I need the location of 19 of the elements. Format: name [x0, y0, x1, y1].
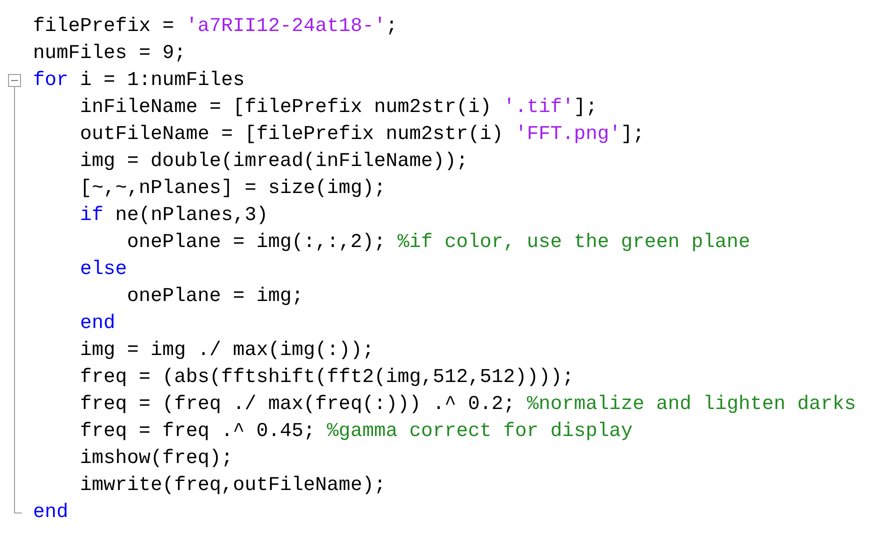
code-line: onePlane = img(:,:,2); %if color, use the green plane [127, 230, 750, 255]
code-line: freq = (freq ./ max(freq(:))) .^ 0.2; %normalize and lighten darks [80, 392, 856, 417]
code-line: for i = 1:numFiles [33, 68, 245, 93]
code-line: inFileName = [filePrefix num2str(i) '.tif']; [80, 95, 598, 120]
code-line: numFiles = 9; [33, 41, 186, 66]
code-line: img = img ./ max(img(:)); [80, 338, 374, 363]
code-line: if ne(nPlanes,3) [80, 203, 268, 228]
code-line: onePlane = img; [127, 284, 304, 309]
code-line: imshow(freq); [80, 446, 233, 471]
code-line: [~,~,nPlanes] = size(img); [80, 176, 386, 201]
code-line: end [80, 311, 116, 336]
code-line: freq = (abs(fftshift(fft2(img,512,512)))); [80, 365, 574, 390]
code-line: imwrite(freq,outFileName); [80, 473, 386, 498]
code-line: else [80, 257, 128, 282]
code-line: freq = freq .^ 0.45; %gamma correct for display [80, 419, 633, 444]
code-line: end [33, 500, 68, 525]
code-line: img = double(imread(inFileName)); [80, 149, 468, 174]
code-line: outFileName = [filePrefix num2str(i) 'FFT.png']; [80, 122, 644, 147]
code-line: filePrefix = 'a7RII12-24at18-'; [33, 14, 398, 39]
